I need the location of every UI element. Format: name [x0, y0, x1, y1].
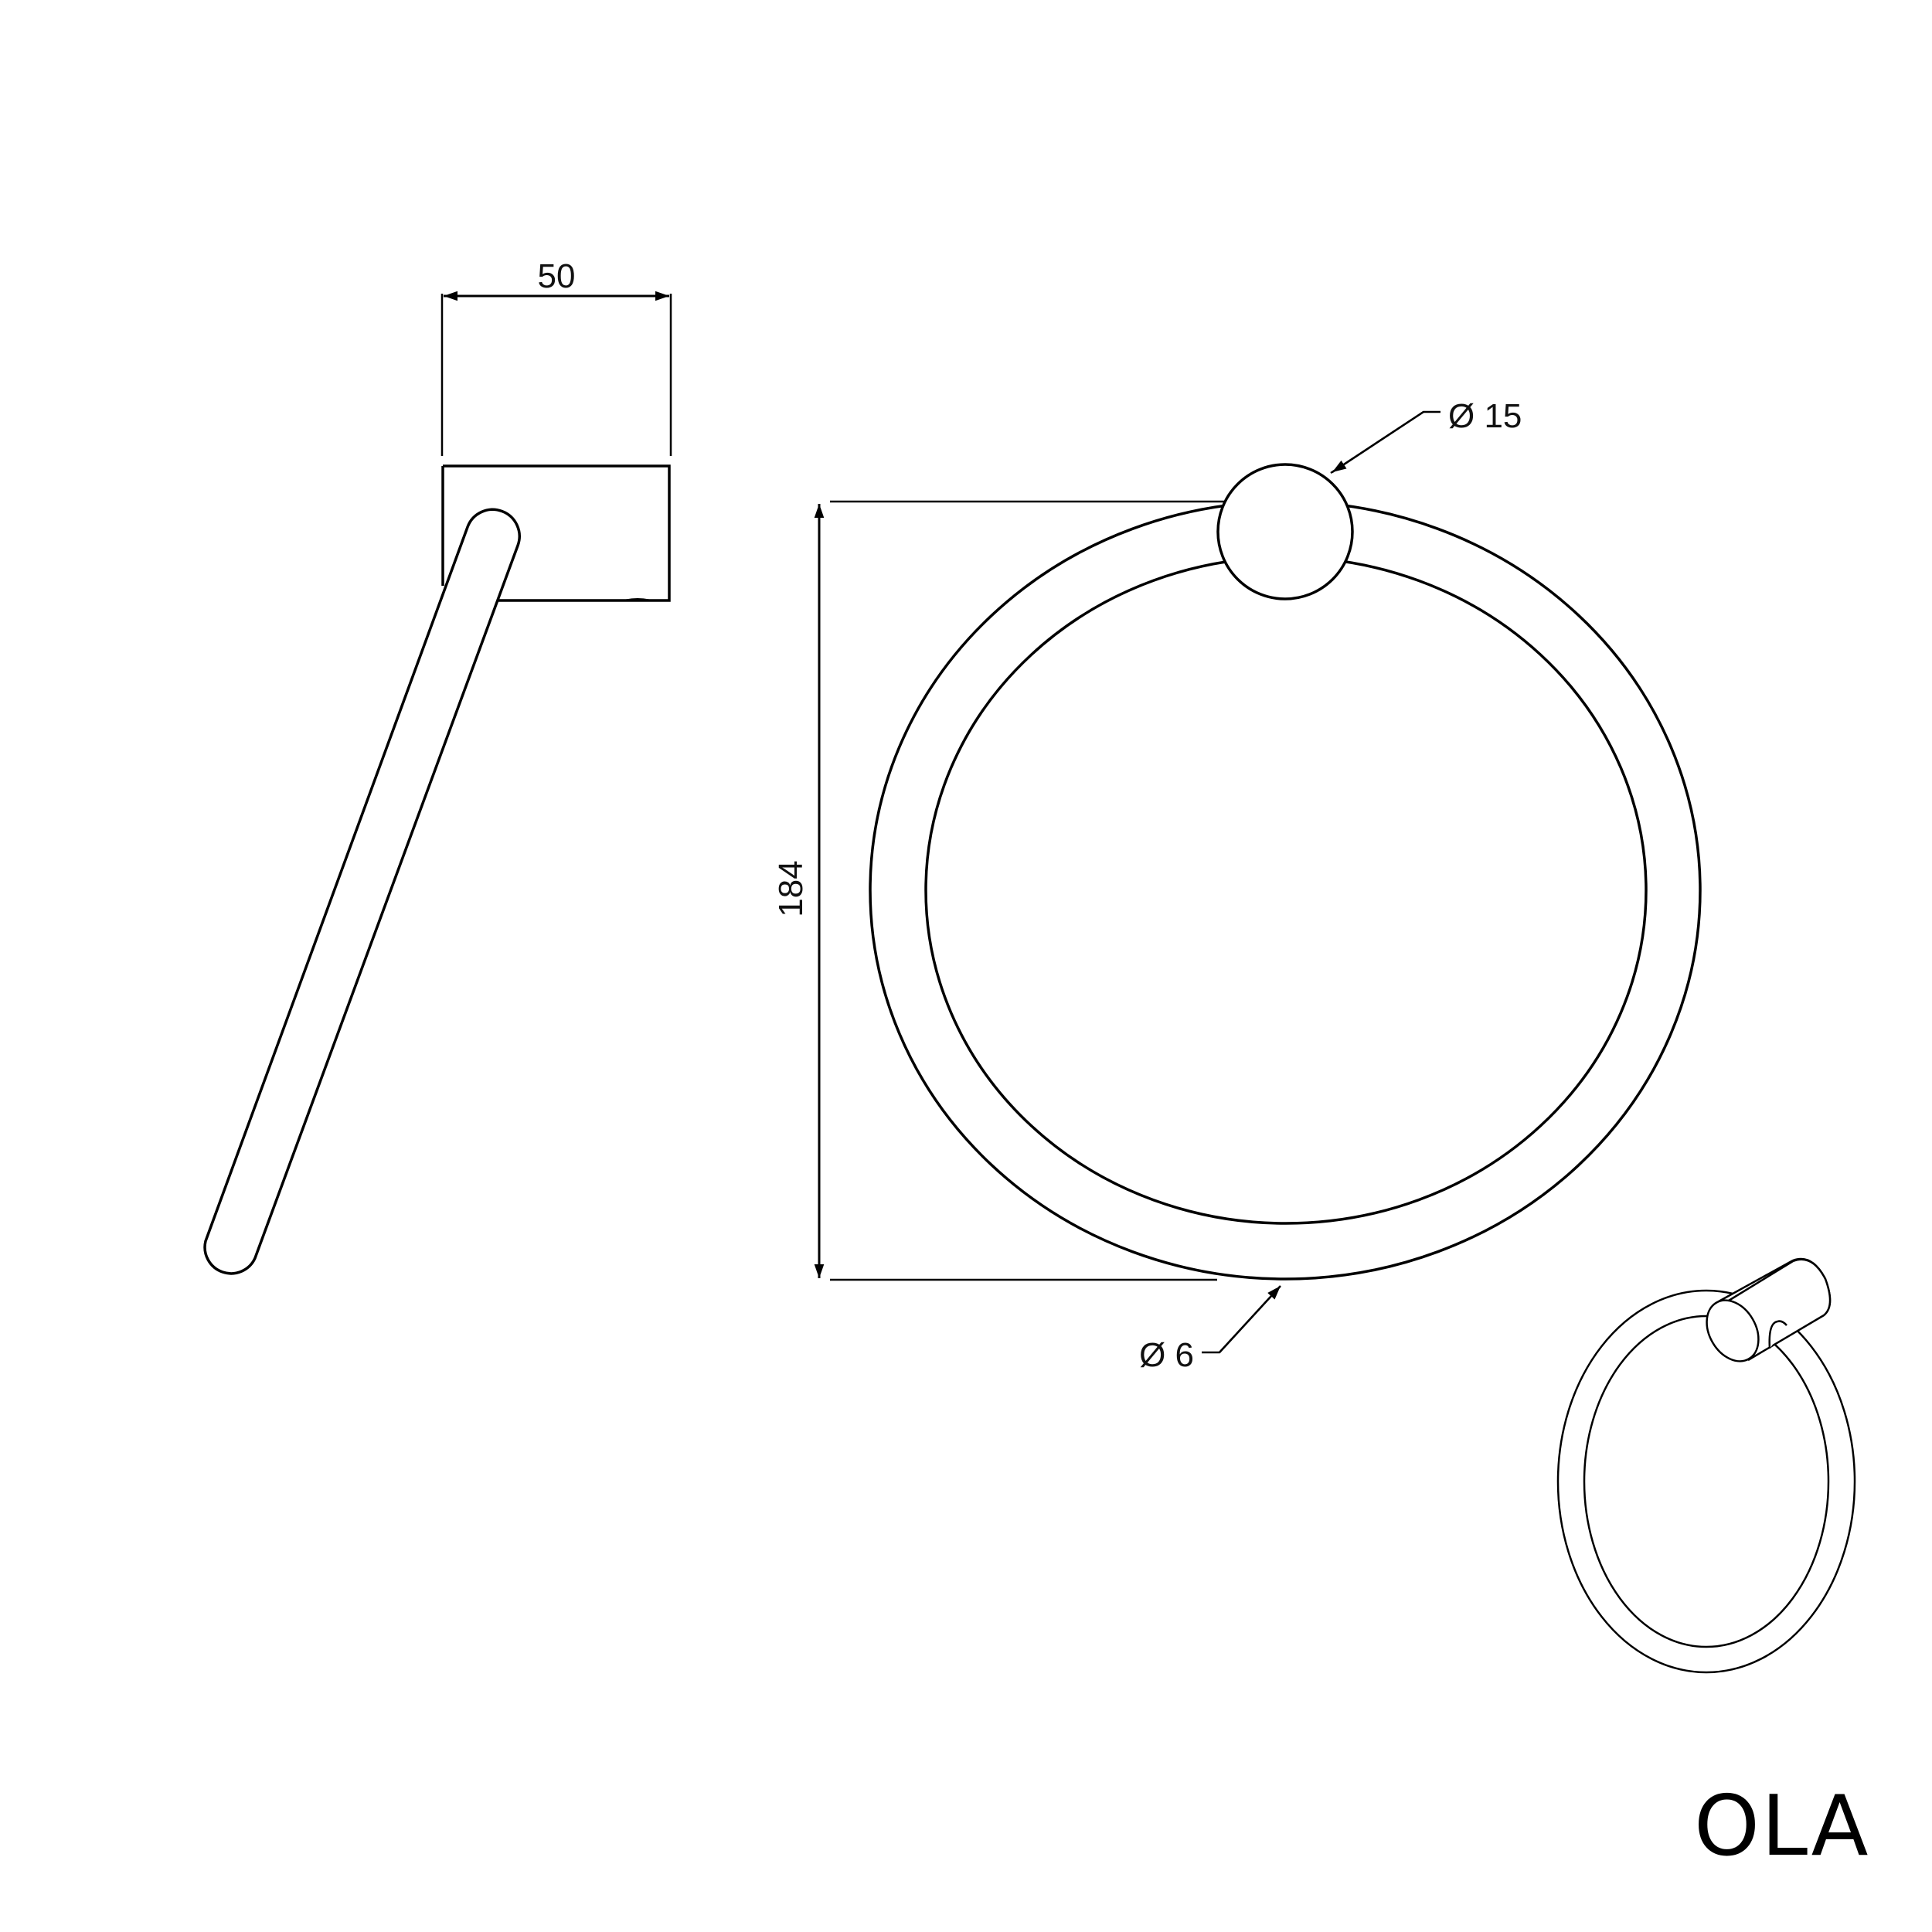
ring-rod-side: [203, 508, 521, 1275]
iso-ring-inner: [1583, 1315, 1830, 1648]
iso-cylinder-bottom-edge: [1747, 1314, 1825, 1362]
ring-inner-edge: [924, 556, 1648, 1225]
iso-cylinder-top-edge: [1724, 1260, 1794, 1304]
knob-leader-arrow: [1332, 410, 1424, 474]
knob-diameter-callout: Ø 15: [1330, 397, 1522, 474]
knob-leader-line: [1330, 410, 1440, 474]
side-view: 50: [203, 257, 672, 1275]
bracket-seam: [625, 598, 650, 602]
wall-bracket: [441, 464, 671, 602]
iso-cylinder-end-face: [1706, 1299, 1760, 1362]
height-dimension-label: 184: [772, 860, 810, 917]
tube-diameter-callout: Ø 6: [1139, 1285, 1281, 1374]
width-dimension: 50: [440, 257, 672, 456]
tube-leader-arrow: [1219, 1285, 1281, 1353]
tube-diameter-label: Ø 6: [1139, 1336, 1194, 1374]
front-view: 184 Ø 15 Ø 6: [772, 397, 1702, 1374]
iso-cylinder-far-end: [1792, 1258, 1832, 1316]
mounting-knob: [1216, 463, 1354, 600]
iso-ring-outer: [1556, 1289, 1856, 1674]
brand-logo: OLA: [1694, 1778, 1870, 1875]
isometric-view: [1556, 1257, 1856, 1674]
width-dimension-label: 50: [538, 257, 576, 295]
height-dimension: 184: [772, 500, 1229, 1281]
knob-diameter-label: Ø 15: [1448, 397, 1522, 435]
tube-leader-line: [1202, 1286, 1281, 1354]
iso-ring-junction: [1768, 1320, 1787, 1349]
ring-outer-edge: [869, 500, 1702, 1281]
